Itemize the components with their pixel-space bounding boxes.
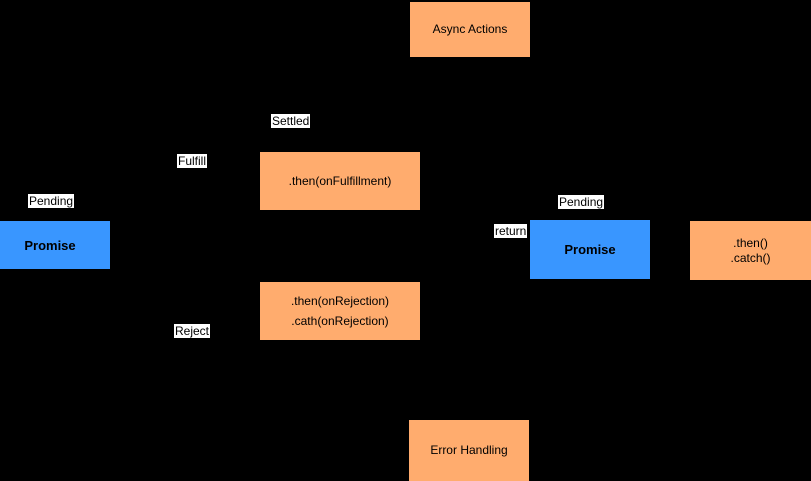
node-promise-right-label: Promise (564, 242, 616, 257)
label-pending-left: Pending (28, 194, 75, 208)
node-then-onfulfillment-label: .then(onFulfillment) (288, 173, 392, 188)
node-then-onrejection: .then(onRejection) .cath(onRejection) (260, 282, 420, 340)
node-then-onrejection-line1: .then(onRejection) (290, 294, 390, 308)
node-promise-right: Promise (530, 220, 650, 279)
node-then-onfulfillment: .then(onFulfillment) (260, 152, 420, 210)
node-then-onrejection-line2: .cath(onRejection) (291, 314, 389, 328)
node-async-actions: Async Actions (410, 2, 530, 57)
node-promise-left: Promise (0, 221, 110, 269)
node-promise-left-label: Promise (24, 237, 76, 253)
node-then-catch-line2: .catch() (730, 250, 771, 265)
label-reject: Reject (174, 324, 211, 338)
node-then-catch: .then() .catch() (690, 221, 811, 280)
node-error-handling: Error Handling (409, 420, 529, 481)
label-return: return (494, 224, 528, 238)
node-async-actions-label: Async Actions (432, 22, 508, 36)
node-error-handling-label: Error Handling (430, 443, 508, 457)
label-fulfill: Fulfill (177, 154, 208, 168)
label-pending-right: Pending (558, 195, 605, 209)
node-then-catch-line1: .then() (733, 235, 768, 250)
label-settled: Settled (271, 114, 311, 128)
